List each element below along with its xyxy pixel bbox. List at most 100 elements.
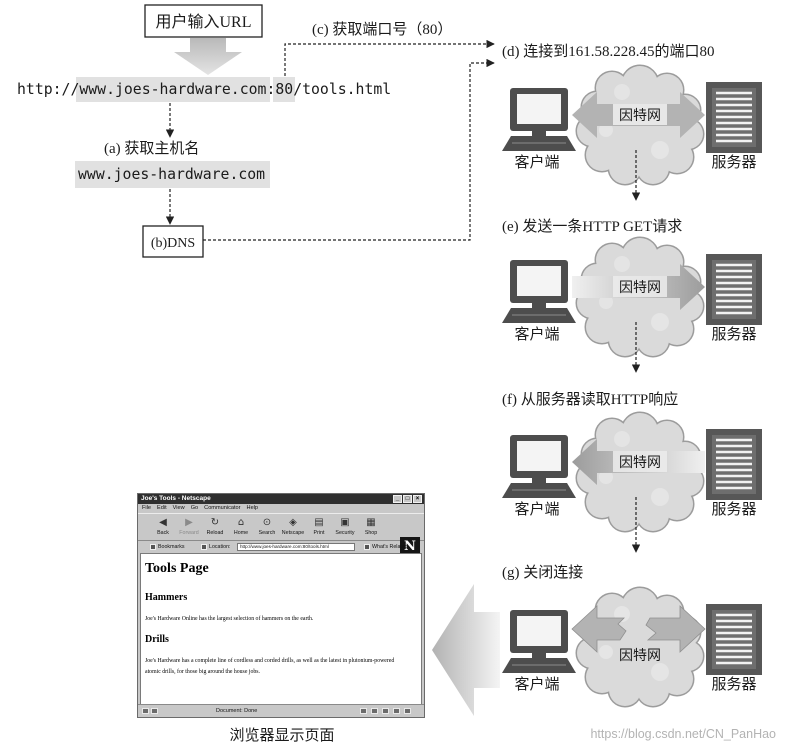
internet-label: 因特网: [619, 280, 661, 296]
browser-window: Joe's Tools - Netscape File Edit View Go…: [137, 493, 425, 718]
internet-label-bg: [613, 451, 667, 472]
composer-icon[interactable]: [393, 708, 400, 714]
maximize-icon[interactable]: [403, 495, 412, 503]
client-computer-icon: [501, 259, 577, 324]
step-b-label: (b)DNS: [151, 236, 195, 251]
whats-related-button[interactable]: What's Related: [372, 544, 408, 550]
menu-help[interactable]: Help: [246, 505, 259, 511]
back-button[interactable]: Back: [150, 516, 176, 540]
security-button[interactable]: Security: [332, 516, 358, 540]
scene-request: 因特网 客户端 服务器: [501, 236, 764, 358]
navigator-icon[interactable]: [360, 708, 367, 714]
page-content: Tools Page Hammers Joe's Hardware Online…: [140, 553, 422, 705]
forward-label: Forward: [179, 530, 199, 536]
location-bar: Bookmarks Location: http://www.joes-hard…: [138, 541, 424, 553]
browser-menu-bar: File Edit View Go Communicator Help: [138, 504, 424, 513]
netscape-label: Netscape: [281, 530, 305, 536]
step-e-label: (e) 发送一条HTTP GET请求: [502, 218, 682, 235]
hostname-text: www.joes-hardware.com: [78, 166, 265, 183]
bookmarks-icon[interactable]: [150, 544, 156, 550]
url-scheme: http://: [17, 81, 79, 98]
print-button[interactable]: Print: [306, 516, 332, 540]
url-port: 80: [275, 81, 293, 98]
forward-icon: [176, 516, 202, 530]
internet-label: 因特网: [619, 455, 661, 471]
section-text-hammers: Joe's Hardware Online has the largest se…: [145, 616, 314, 622]
home-button[interactable]: Home: [228, 516, 254, 540]
url-host-highlight: [76, 77, 270, 102]
location-input[interactable]: http://www.joes-hardware.com:80/tools.ht…: [237, 543, 355, 551]
menu-edit[interactable]: Edit: [157, 505, 167, 511]
hostname-highlight: [75, 161, 270, 188]
broken-arrow-left: [571, 605, 627, 653]
window-controls: [393, 495, 422, 503]
dns-box: [142, 225, 204, 258]
server-icon: [704, 80, 764, 155]
search-button[interactable]: Search: [254, 516, 280, 540]
section-text-drills: Joe's Hardware has a complete line of co…: [145, 658, 395, 675]
security-lock-icon[interactable]: [142, 708, 149, 714]
offline-icon[interactable]: [404, 708, 411, 714]
client-label: 客户端: [514, 154, 559, 171]
section-title-hammers: Hammers: [145, 592, 188, 603]
reload-button[interactable]: Reload: [202, 516, 228, 540]
forward-button[interactable]: Forward: [176, 516, 202, 540]
whats-related-icon[interactable]: [364, 544, 370, 550]
search-label: Search: [258, 530, 276, 536]
server-icon: [704, 252, 764, 327]
menu-file[interactable]: File: [142, 505, 152, 511]
netscape-button[interactable]: Netscape: [280, 516, 306, 540]
client-computer-icon: [501, 434, 577, 499]
status-text: Document: Done: [216, 708, 258, 714]
home-label: Home: [233, 530, 249, 536]
url-port-highlight: [273, 77, 295, 102]
security-label: Security: [335, 530, 355, 536]
minimize-icon[interactable]: [393, 495, 402, 503]
shop-label: Shop: [364, 530, 378, 536]
internet-label: 因特网: [619, 648, 661, 664]
menu-communicator[interactable]: Communicator: [204, 505, 241, 511]
client-computer-icon: [501, 87, 577, 152]
watermark: https://blog.csdn.net/CN_PanHao: [590, 727, 776, 741]
server-icon: [704, 602, 764, 677]
scene-connect: 因特网 客户端 服务器: [501, 64, 764, 186]
block-arrow-icon: [174, 38, 242, 75]
discussion-icon[interactable]: [382, 708, 389, 714]
shop-button[interactable]: Shop: [358, 516, 384, 540]
reload-label: Reload: [206, 530, 224, 536]
client-label: 客户端: [514, 676, 559, 693]
page-heading: Tools Page: [145, 561, 209, 576]
display-arrow-icon: [432, 584, 500, 716]
port-to-connect-arrow: [284, 39, 495, 76]
home-icon: [228, 516, 254, 530]
reload-icon: [202, 516, 228, 530]
menu-go[interactable]: Go: [190, 505, 199, 511]
broken-arrow-right: [645, 605, 706, 653]
menu-view[interactable]: View: [172, 505, 185, 511]
step-f-label: (f) 从服务器读取HTTP响应: [502, 390, 678, 408]
status-bar: Document: Done: [138, 704, 424, 717]
bookmarks-button[interactable]: Bookmarks: [158, 544, 185, 550]
server-icon: [704, 427, 764, 502]
internet-label-bg: [613, 104, 667, 125]
step-a-label: (a) 获取主机名: [104, 140, 199, 157]
client-label: 客户端: [514, 501, 559, 518]
location-icon: [201, 544, 207, 550]
back-label: Back: [157, 530, 169, 536]
scene-response: 因特网 客户端 服务器: [501, 411, 764, 533]
step-c-label: (c) 获取端口号（80）: [312, 21, 452, 38]
client-computer-icon: [501, 609, 577, 674]
close-icon[interactable]: [413, 495, 422, 503]
print-label: Print: [313, 530, 325, 536]
server-label: 服务器: [711, 326, 756, 343]
url-colon: :: [266, 81, 275, 98]
user-input-box: [144, 4, 263, 38]
mail-icon[interactable]: [371, 708, 378, 714]
internet-label-bg: [613, 276, 667, 297]
url-text: http://www.joes-hardware.com:80/tools.ht…: [17, 81, 391, 98]
server-label: 服务器: [711, 154, 756, 171]
security-icon: [332, 516, 358, 530]
scene-close: 因特网 客户端 服务器: [501, 586, 764, 708]
user-input-label: 用户输入URL: [155, 13, 251, 31]
internet-label: 因特网: [619, 108, 661, 124]
